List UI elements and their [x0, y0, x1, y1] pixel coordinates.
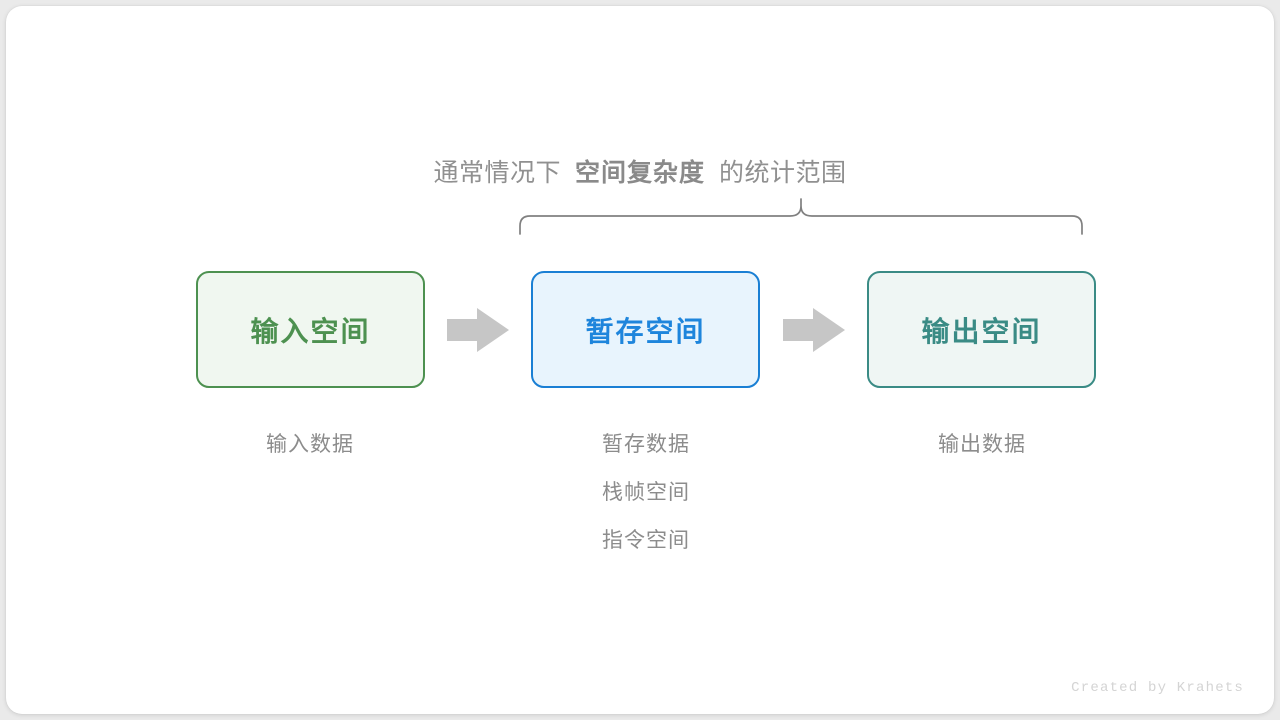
box-output-space[interactable]: 输出空间: [867, 271, 1096, 388]
box-temp-label: 暂存空间: [585, 315, 706, 347]
caption-temp-line-2: 栈帧空间: [602, 481, 690, 504]
box-input-label: 输入空间: [250, 315, 371, 347]
caption-temp: 暂存数据 栈帧空间 指令空间: [496, 421, 796, 565]
caption-temp-line-1: 暂存数据: [602, 433, 690, 456]
title-prefix: 通常情况下: [433, 159, 562, 187]
caption-output-line-1: 输出数据: [938, 433, 1026, 456]
caption-output: 输出数据: [832, 421, 1132, 469]
title-emphasis: 空间复杂度: [574, 159, 705, 187]
title-suffix: 的统计范围: [718, 159, 847, 187]
box-input-space[interactable]: 输入空间: [196, 271, 425, 388]
caption-temp-line-3: 指令空间: [602, 529, 690, 552]
caption-input-line-1: 输入数据: [266, 433, 354, 456]
diagram-card: 通常情况下 空间复杂度 的统计范围 输入空间 暂存空间 输出空间 输入数据 暂存…: [6, 6, 1274, 714]
arrow-input-to-temp-icon: [447, 308, 509, 352]
watermark-credit: Created by Krahets: [1071, 680, 1244, 696]
box-temp-space[interactable]: 暂存空间: [531, 271, 760, 388]
arrow-temp-to-output-icon: [783, 308, 845, 352]
box-output-label: 输出空间: [921, 315, 1042, 347]
caption-input: 输入数据: [160, 421, 460, 469]
diagram-title: 通常情况下 空间复杂度 的统计范围: [6, 156, 1274, 190]
